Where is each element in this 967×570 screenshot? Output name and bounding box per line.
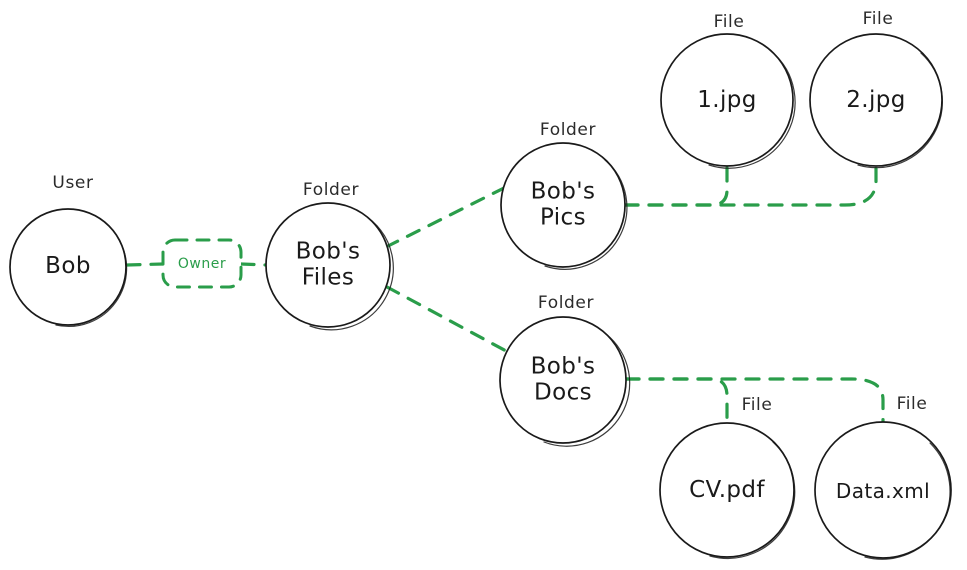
- node-dataxml[interactable]: [814, 421, 952, 560]
- node-bobs-docs[interactable]: [499, 316, 631, 447]
- node-bobs-pics[interactable]: [500, 142, 628, 270]
- edge-docs-cvpdf[interactable]: [624, 377, 729, 426]
- node-2jpg[interactable]: [809, 33, 943, 169]
- edge-bob-files-right[interactable]: [239, 262, 269, 267]
- edge-layer: [125, 165, 885, 426]
- node-1jpg[interactable]: [660, 33, 796, 169]
- node-layer: [9, 33, 952, 560]
- edge-files-pics[interactable]: [384, 185, 508, 249]
- edge-bob-files-left[interactable]: [125, 262, 165, 267]
- node-bob[interactable]: [9, 208, 128, 327]
- edge-label-box-owner[interactable]: [161, 238, 243, 289]
- edge-files-docs[interactable]: [385, 285, 510, 354]
- node-cvpdf[interactable]: [659, 422, 796, 559]
- edge-pics-jpg2[interactable]: [623, 165, 878, 207]
- edge-pics-jpg1[interactable]: [623, 165, 729, 207]
- edge-docs-dataxml[interactable]: [624, 377, 885, 425]
- node-bobs-files[interactable]: [265, 202, 394, 331]
